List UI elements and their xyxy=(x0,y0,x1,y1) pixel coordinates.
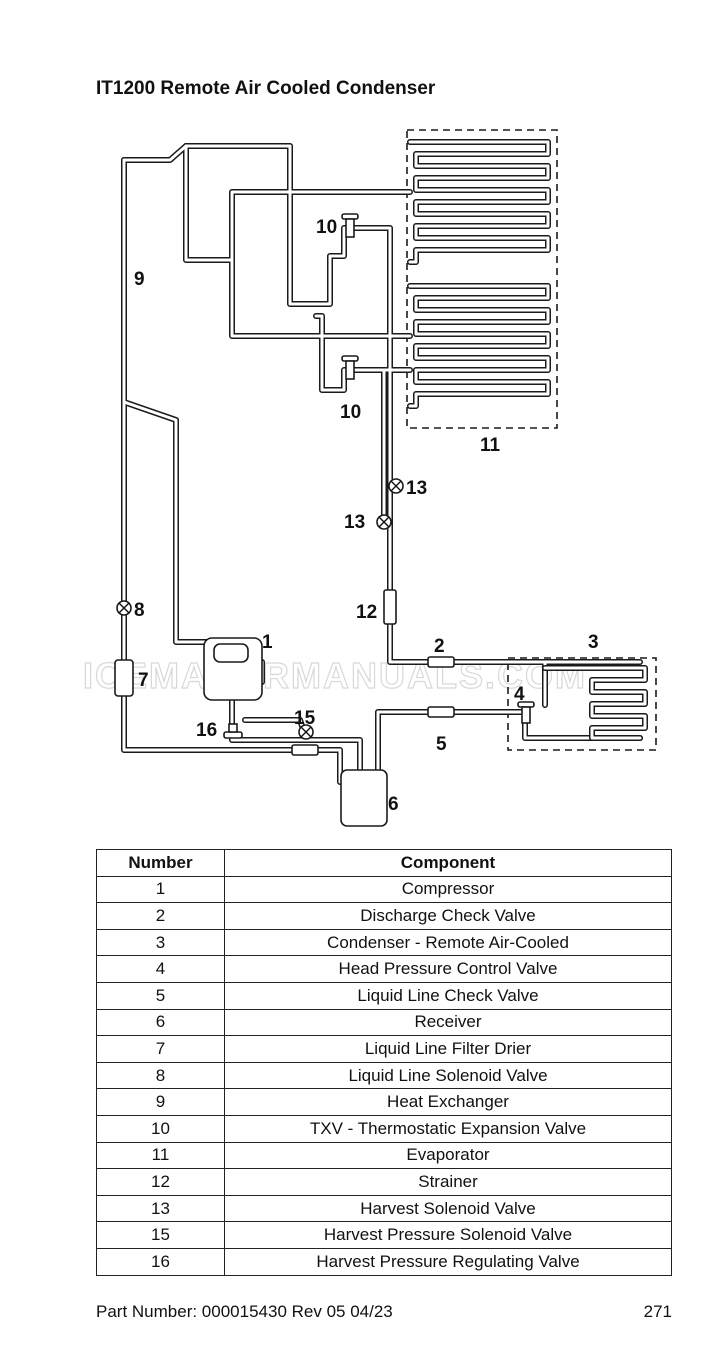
legend-component: Harvest Pressure Regulating Valve xyxy=(224,1247,672,1276)
head-pressure-control-valve xyxy=(517,701,535,724)
discharge-check-valve xyxy=(427,656,455,668)
label-3: 3 xyxy=(588,632,599,653)
label-4: 4 xyxy=(514,684,525,705)
legend-header-number: Number xyxy=(96,849,225,877)
label-10-lower: 10 xyxy=(340,402,361,423)
legend-component: Strainer xyxy=(224,1168,672,1196)
label-13-lower: 13 xyxy=(344,512,365,533)
legend-component: Liquid Line Check Valve xyxy=(224,981,672,1010)
strainer xyxy=(383,589,397,625)
label-15: 15 xyxy=(294,708,316,729)
legend-number: 8 xyxy=(96,1061,225,1090)
part-number: Part Number: 000015430 Rev 05 04/23 xyxy=(96,1302,393,1321)
legend-number: 15 xyxy=(96,1221,225,1249)
legend-component: Harvest Pressure Solenoid Valve xyxy=(224,1221,672,1249)
label-2: 2 xyxy=(434,636,445,657)
legend-component: Harvest Solenoid Valve xyxy=(224,1194,672,1223)
legend-component: Liquid Line Solenoid Valve xyxy=(224,1061,672,1090)
page-title: IT1200 Remote Air Cooled Condenser xyxy=(96,78,436,99)
txv-lower xyxy=(341,355,359,380)
legend-number: 6 xyxy=(96,1008,225,1037)
legend-number: 9 xyxy=(96,1088,225,1116)
condenser-coils xyxy=(542,665,648,741)
harvest-solenoid-valve-lower xyxy=(376,514,392,530)
label-16: 16 xyxy=(196,720,217,741)
receiver xyxy=(340,769,388,827)
legend-component: Compressor xyxy=(224,875,672,904)
legend-number: 4 xyxy=(96,955,225,983)
label-13-upper: 13 xyxy=(406,478,427,499)
liquid-line-check-valve xyxy=(427,706,455,718)
legend-component: TXV - Thermostatic Expansion Valve xyxy=(224,1114,672,1143)
label-11: 11 xyxy=(480,435,501,456)
legend-number: 2 xyxy=(96,902,225,930)
legend-component: Head Pressure Control Valve xyxy=(224,955,672,983)
evaporator-coils xyxy=(407,139,551,409)
label-7: 7 xyxy=(138,670,149,691)
legend-component: Evaporator xyxy=(224,1141,672,1170)
page-number: 271 xyxy=(643,1302,672,1321)
label-6: 6 xyxy=(388,794,399,815)
condenser-enclosure xyxy=(507,657,657,751)
legend-number: 7 xyxy=(96,1035,225,1063)
harvest-solenoid-valve-upper xyxy=(388,478,404,494)
legend-number: 5 xyxy=(96,981,225,1010)
compressor-dome xyxy=(213,643,249,663)
legend-header-row: Number Component xyxy=(96,849,672,877)
legend-component: Liquid Line Filter Drier xyxy=(224,1035,672,1063)
harvest-pressure-solenoid-valve xyxy=(298,724,314,740)
legend-number: 11 xyxy=(96,1141,225,1170)
legend-component: Discharge Check Valve xyxy=(224,902,672,930)
legend-component: Condenser - Remote Air-Cooled xyxy=(224,928,672,957)
liquid-line-fitting xyxy=(291,744,319,756)
txv-upper xyxy=(341,213,359,238)
legend-number: 3 xyxy=(96,928,225,957)
legend-number: 1 xyxy=(96,875,225,904)
liquid-line-solenoid-valve xyxy=(116,600,132,616)
label-8: 8 xyxy=(134,600,145,621)
legend-number: 16 xyxy=(96,1247,225,1276)
legend-number: 12 xyxy=(96,1168,225,1196)
legend-component: Receiver xyxy=(224,1008,672,1037)
legend-component: Heat Exchanger xyxy=(224,1088,672,1116)
legend-header-component: Component xyxy=(224,849,672,877)
label-10-upper: 10 xyxy=(316,217,337,238)
filter-drier xyxy=(114,659,134,697)
label-1: 1 xyxy=(262,632,273,653)
label-9: 9 xyxy=(134,269,145,290)
legend-number: 13 xyxy=(96,1194,225,1223)
legend-number: 10 xyxy=(96,1114,225,1143)
refrigeration-schematic: ICEMAKERMANUALS.COM xyxy=(82,129,657,827)
evaporator-enclosure xyxy=(406,129,558,429)
harvest-pressure-regulating-valve xyxy=(223,723,243,739)
label-5: 5 xyxy=(436,734,447,755)
label-12: 12 xyxy=(356,602,377,623)
